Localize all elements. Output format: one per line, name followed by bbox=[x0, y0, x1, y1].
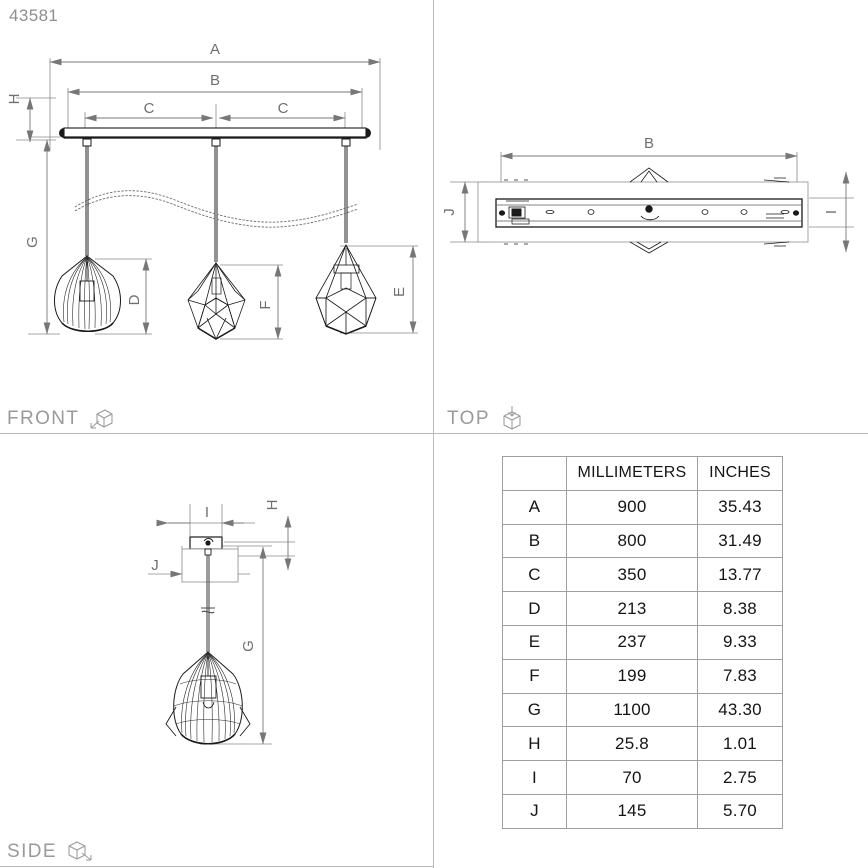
row-mm: 237 bbox=[566, 624, 698, 660]
dimension-label-F: F bbox=[257, 300, 274, 309]
row-key: H bbox=[502, 726, 567, 762]
row-inch: 7.83 bbox=[697, 658, 783, 694]
front-shade-2-faceted bbox=[187, 261, 246, 340]
row-mm: 70 bbox=[566, 760, 698, 795]
table-row: F 199 7.83 bbox=[502, 658, 783, 694]
front-shade-3-diamond bbox=[315, 244, 377, 335]
dimension-table: MILLIMETERS INCHES A 900 35.43 B 800 31.… bbox=[502, 456, 783, 829]
horizontal-divider bbox=[0, 433, 868, 434]
row-key: F bbox=[502, 658, 567, 694]
top-view-label: TOP bbox=[447, 405, 525, 431]
row-key: D bbox=[502, 591, 567, 626]
drawing-number: 43581 bbox=[9, 6, 59, 25]
row-inch: 35.43 bbox=[697, 489, 783, 525]
table-row: J 145 5.70 bbox=[502, 793, 783, 829]
row-key: B bbox=[502, 523, 567, 559]
dimension-label-H-side: H bbox=[264, 500, 281, 511]
table-row: A 900 35.43 bbox=[502, 489, 783, 525]
dimension-label-H: H bbox=[6, 94, 23, 105]
row-key: A bbox=[502, 489, 567, 525]
dimension-label-C-right: C bbox=[278, 100, 289, 117]
bottom-rule bbox=[0, 866, 433, 867]
dimension-label-D: D bbox=[126, 294, 143, 305]
row-key: G bbox=[502, 692, 567, 728]
table-header-inches: INCHES bbox=[697, 456, 783, 491]
row-key: I bbox=[502, 760, 567, 795]
table-header-key bbox=[502, 456, 567, 491]
dimension-label-I-top: I bbox=[823, 210, 840, 214]
dimension-table-wrapper: MILLIMETERS INCHES A 900 35.43 B 800 31.… bbox=[502, 456, 783, 829]
row-inch: 8.38 bbox=[697, 591, 783, 626]
table-header-row: MILLIMETERS INCHES bbox=[502, 456, 783, 491]
row-mm: 350 bbox=[566, 557, 698, 593]
table-row: B 800 31.49 bbox=[502, 523, 783, 559]
dimension-label-G-side: G bbox=[240, 640, 257, 652]
vertical-divider bbox=[433, 0, 434, 868]
top-view-label-text: TOP bbox=[447, 407, 490, 429]
dimension-label-J-side: J bbox=[151, 557, 159, 574]
front-suspension-cables bbox=[85, 140, 348, 262]
dimension-label-A: A bbox=[210, 41, 220, 58]
front-extension-lines bbox=[16, 58, 418, 340]
front-cable-mounts bbox=[82, 138, 351, 147]
front-view-label-text: FRONT bbox=[7, 407, 80, 429]
row-inch: 43.30 bbox=[697, 692, 783, 728]
top-view-drawing: B J I bbox=[441, 135, 854, 254]
side-view-drawing: I J H G bbox=[148, 500, 295, 745]
table-row: C 350 13.77 bbox=[502, 557, 783, 593]
dimension-label-E: E bbox=[391, 287, 408, 297]
row-inch: 1.01 bbox=[697, 726, 783, 762]
top-plate-clips bbox=[504, 167, 790, 254]
table-header-millimeters: MILLIMETERS bbox=[566, 456, 698, 491]
row-key: C bbox=[502, 557, 567, 593]
table-row: G 1100 43.30 bbox=[502, 692, 783, 728]
side-suspension-cable bbox=[201, 555, 215, 652]
dimension-label-B-top: B bbox=[644, 135, 654, 152]
row-inch: 31.49 bbox=[697, 523, 783, 559]
front-shade-1-teardrop bbox=[54, 255, 121, 333]
row-mm: 900 bbox=[566, 489, 698, 525]
dimension-table-body: A 900 35.43 B 800 31.49 C 350 13.77 D 21… bbox=[502, 489, 783, 829]
cube-side-view-icon bbox=[66, 838, 92, 864]
row-inch: 2.75 bbox=[697, 760, 783, 795]
row-mm: 145 bbox=[566, 793, 698, 829]
cube-front-view-icon bbox=[88, 405, 114, 431]
dimension-label-C-left: C bbox=[144, 100, 155, 117]
front-break-line bbox=[74, 190, 359, 228]
side-view-label-text: SIDE bbox=[7, 840, 57, 862]
table-row: I 70 2.75 bbox=[502, 760, 783, 795]
front-dimension-lines bbox=[26, 58, 417, 340]
row-key: J bbox=[502, 793, 567, 829]
row-mm: 800 bbox=[566, 523, 698, 559]
dimension-label-B: B bbox=[210, 72, 220, 89]
row-inch: 13.77 bbox=[697, 557, 783, 593]
dimension-label-J-top: J bbox=[441, 208, 458, 216]
table-row: H 25.8 1.01 bbox=[502, 726, 783, 762]
row-mm: 25.8 bbox=[566, 726, 698, 762]
cube-top-view-icon bbox=[499, 405, 525, 431]
front-view-label: FRONT bbox=[7, 405, 114, 431]
table-row: E 237 9.33 bbox=[502, 624, 783, 660]
side-view-label: SIDE bbox=[7, 838, 92, 864]
side-canopy-plate bbox=[181, 536, 239, 583]
row-mm: 199 bbox=[566, 658, 698, 694]
top-dimension-lines bbox=[461, 152, 850, 253]
row-inch: 5.70 bbox=[697, 793, 783, 829]
row-mm: 213 bbox=[566, 591, 698, 626]
table-row: D 213 8.38 bbox=[502, 591, 783, 626]
top-bar-fittings bbox=[498, 200, 800, 225]
row-mm: 1100 bbox=[566, 692, 698, 728]
top-inner-bar bbox=[495, 198, 803, 228]
row-inch: 9.33 bbox=[697, 624, 783, 660]
front-view-drawing: A B C C H G D F E bbox=[6, 41, 418, 340]
dimension-label-G: G bbox=[24, 236, 41, 248]
side-shade-teardrop bbox=[165, 651, 251, 745]
dimension-label-I-side: I bbox=[205, 504, 209, 521]
row-key: E bbox=[502, 624, 567, 660]
front-canopy-bar bbox=[59, 127, 371, 139]
